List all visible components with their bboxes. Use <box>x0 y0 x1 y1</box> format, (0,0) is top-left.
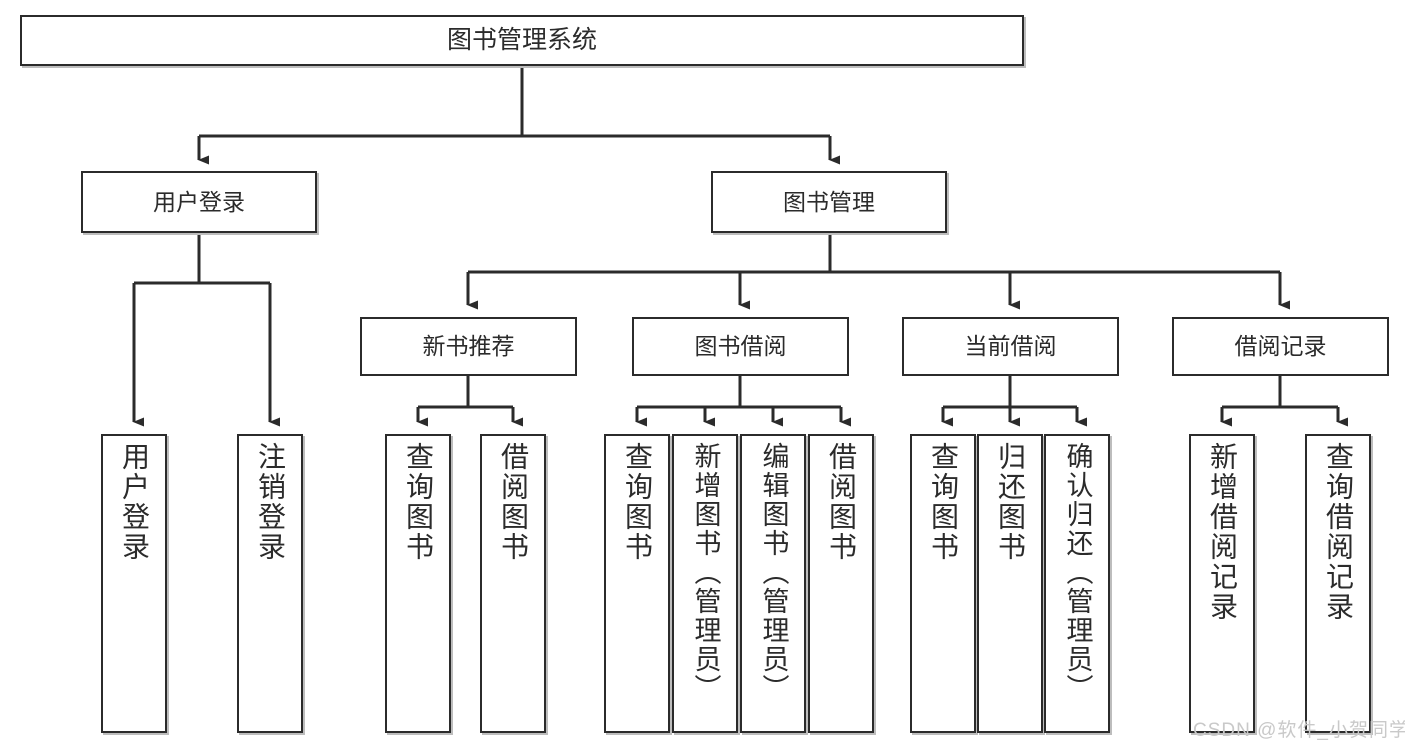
leaf-borrow-book-recommend-label: 借阅图书 <box>498 442 529 562</box>
leaf-logout-label: 注销登录 <box>255 442 286 562</box>
node-user-login-label: 用户登录 <box>153 188 245 215</box>
leaf-user-login[interactable]: 用户登录 <box>101 434 167 733</box>
leaf-query-borrow-record-label: 查询借阅记录 <box>1323 442 1354 622</box>
node-current-borrow-label: 当前借阅 <box>964 333 1057 360</box>
node-book-borrow[interactable]: 图书借阅 <box>632 317 849 376</box>
leaf-query-book-recommend[interactable]: 查询图书 <box>385 434 451 733</box>
leaf-edit-book-admin[interactable]: 编辑图书（管理员） <box>740 434 806 733</box>
node-current-borrow[interactable]: 当前借阅 <box>902 317 1119 376</box>
leaf-borrow-book-recommend[interactable]: 借阅图书 <box>480 434 546 733</box>
leaf-query-borrow-record[interactable]: 查询借阅记录 <box>1305 434 1371 733</box>
node-borrow-record-label: 借阅记录 <box>1234 333 1327 360</box>
leaf-user-login-label: 用户登录 <box>119 442 150 562</box>
leaf-add-book-admin[interactable]: 新增图书（管理员） <box>672 434 738 733</box>
node-book-borrow-label: 图书借阅 <box>694 333 787 360</box>
node-book-management-label: 图书管理 <box>783 188 875 215</box>
leaf-query-book-recommend-label: 查询图书 <box>403 442 434 562</box>
leaf-logout[interactable]: 注销登录 <box>237 434 303 733</box>
leaf-query-book-borrow-label: 查询图书 <box>622 442 653 562</box>
leaf-confirm-return-admin[interactable]: 确认归还（管理员） <box>1044 434 1110 733</box>
leaf-edit-book-admin-label: 编辑图书（管理员） <box>758 442 789 703</box>
node-new-book-recommend-label: 新书推荐 <box>422 333 515 360</box>
leaf-add-borrow-record[interactable]: 新增借阅记录 <box>1189 434 1255 733</box>
leaf-return-book[interactable]: 归还图书 <box>977 434 1043 733</box>
leaf-query-book-borrow[interactable]: 查询图书 <box>604 434 670 733</box>
leaf-add-borrow-record-label: 新增借阅记录 <box>1207 442 1238 622</box>
leaf-add-book-admin-label: 新增图书（管理员） <box>690 442 721 703</box>
leaf-return-book-label: 归还图书 <box>995 442 1026 562</box>
node-book-management[interactable]: 图书管理 <box>711 171 947 233</box>
node-new-book-recommend[interactable]: 新书推荐 <box>360 317 577 376</box>
leaf-query-book-current[interactable]: 查询图书 <box>910 434 976 733</box>
node-borrow-record[interactable]: 借阅记录 <box>1172 317 1389 376</box>
leaf-query-book-current-label: 查询图书 <box>928 442 959 562</box>
leaf-borrow-book-label: 借阅图书 <box>826 442 857 562</box>
node-root[interactable]: 图书管理系统 <box>20 15 1024 66</box>
node-root-label: 图书管理系统 <box>446 26 597 55</box>
leaf-borrow-book[interactable]: 借阅图书 <box>808 434 874 733</box>
leaf-confirm-return-admin-label: 确认归还（管理员） <box>1062 442 1093 703</box>
node-user-login[interactable]: 用户登录 <box>81 171 317 233</box>
